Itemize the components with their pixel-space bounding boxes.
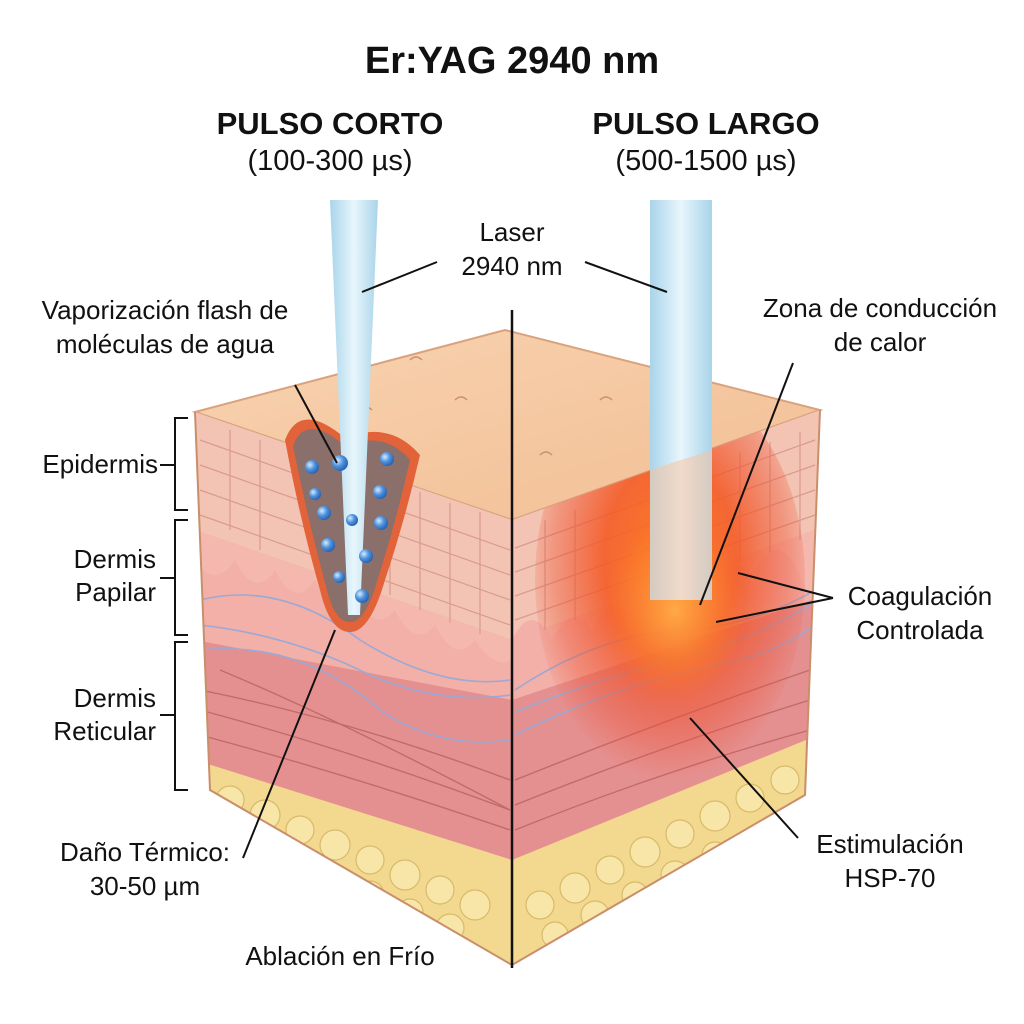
laser-label-line2: 2940 nm [461,251,563,281]
coagulation-label-line1: Coagulación [847,581,993,611]
papillary-dermis-label-line1: Dermis [73,544,156,574]
thermal-damage-label-line2: 30-50 µm [89,871,201,901]
heat-zone-label-line1: Zona de conducción [762,293,998,323]
thermal-damage-label-line1: Daño Térmico: [59,837,231,867]
reticular-dermis-label-line1: Dermis [73,683,156,713]
hsp70-label-line1: Estimulación [816,829,964,859]
vaporization-label-line2: moléculas de agua [55,329,275,359]
short-pulse-beam [330,200,378,615]
diagram-title: Er:YAG 2940 nm [364,40,660,82]
blood-vessels-left [199,594,511,743]
long-pulse-heading: PULSO LARGO [592,106,820,141]
layer-brackets [160,417,188,791]
laser-label-line1: Laser [479,217,545,247]
vaporization-label-line1: Vaporización flash de [41,295,289,325]
heat-zone-label-line2: de calor [833,327,927,357]
long-pulse-duration: (500-1500 µs) [615,145,797,177]
collagen-fibers-left [199,669,511,831]
papillary-dermis-label-line2: Papilar [75,577,156,607]
epidermis-label: Epidermis [42,449,158,479]
coagulation-label-line2: Controlada [856,615,984,645]
leader-lines [242,261,834,859]
cold-ablation-label: Ablación en Frío [245,941,435,971]
short-pulse-heading: PULSO CORTO [216,106,444,141]
reticular-dermis-label-line2: Reticular [53,716,156,746]
hsp70-label-line2: HSP-70 [844,863,936,893]
water-molecules [305,452,394,603]
short-pulse-duration: (100-300 µs) [247,145,413,177]
